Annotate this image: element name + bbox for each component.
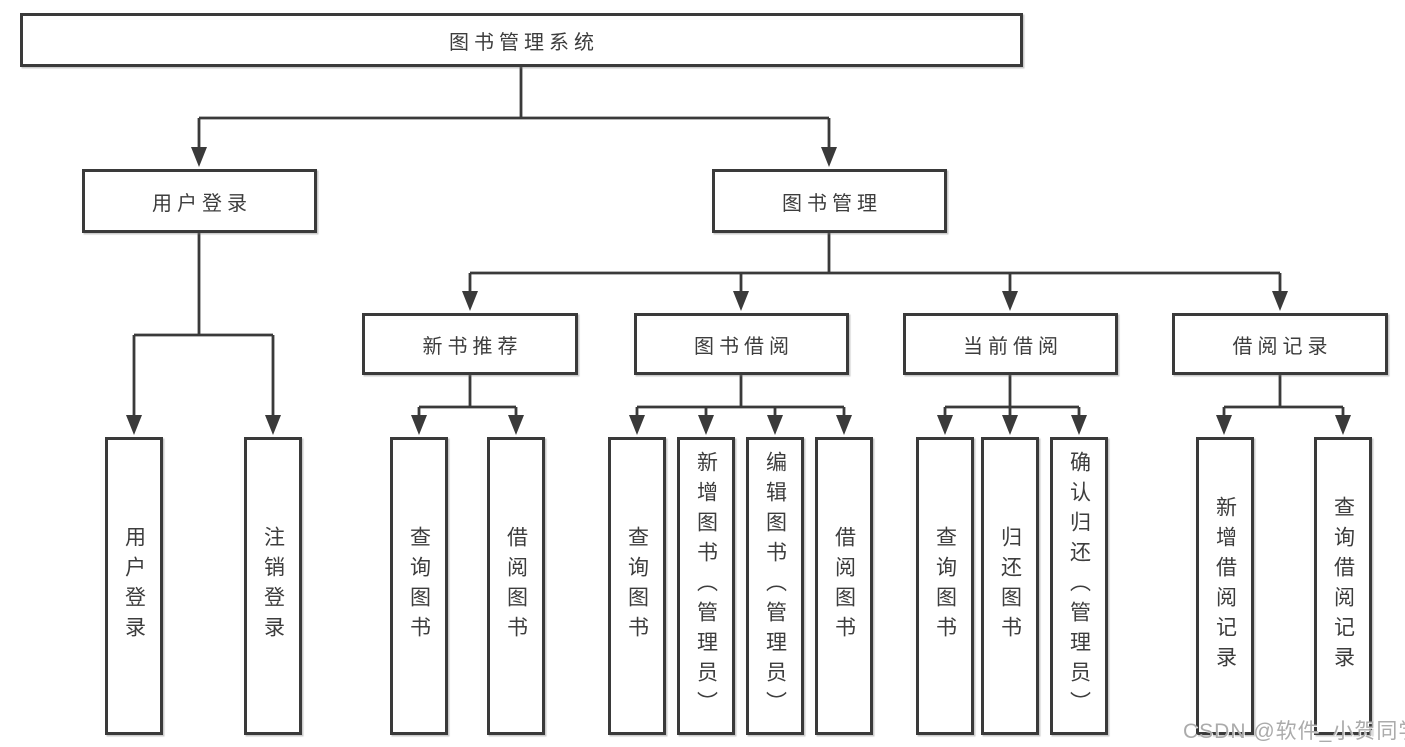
- leaf-borrow-books-recommend: 借阅图书: [487, 437, 545, 735]
- leaf-return-books: 归还图书: [981, 437, 1039, 735]
- leaf-add-book-admin: 新增图书（管理员）: [677, 437, 735, 735]
- node-borrowing-records: 借阅记录: [1172, 313, 1388, 375]
- node-root: 图书管理系统: [20, 13, 1023, 67]
- leaf-add-borrow-record: 新增借阅记录: [1196, 437, 1254, 735]
- leaf-borrow-books-borrowing: 借阅图书: [815, 437, 873, 735]
- node-book-borrowing: 图书借阅: [634, 313, 849, 375]
- leaf-edit-book-admin: 编辑图书（管理员）: [746, 437, 804, 735]
- node-new-book-recommendation: 新书推荐: [362, 313, 578, 375]
- leaf-user-login: 用户登录: [105, 437, 163, 735]
- node-user-login: 用户登录: [82, 169, 317, 233]
- node-book-management: 图书管理: [712, 169, 947, 233]
- leaf-query-books-current: 查询图书: [916, 437, 974, 735]
- arrowheads: [126, 147, 1351, 435]
- leaf-query-books-borrowing: 查询图书: [608, 437, 666, 735]
- leaf-logout: 注销登录: [244, 437, 302, 735]
- leaf-confirm-return-admin: 确认归还（管理员）: [1050, 437, 1108, 735]
- connector-paths: [132, 67, 1345, 418]
- leaf-query-books-recommend: 查询图书: [390, 437, 448, 735]
- csdn-watermark: CSDN @软件_小贺同学: [1183, 720, 1405, 743]
- leaf-query-borrow-record: 查询借阅记录: [1314, 437, 1372, 735]
- node-current-borrowing: 当前借阅: [903, 313, 1118, 375]
